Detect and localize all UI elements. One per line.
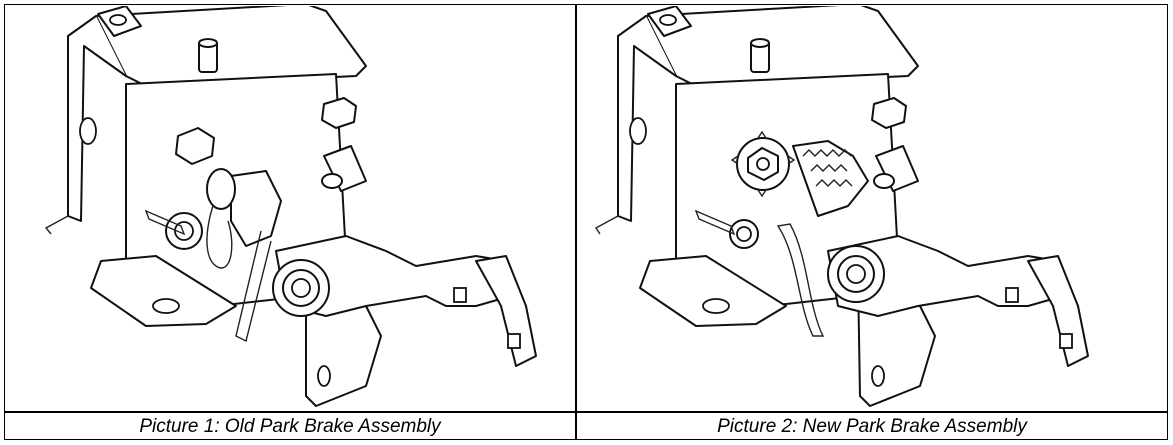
caption-old-assembly: Picture 1: Old Park Brake Assembly xyxy=(139,416,441,437)
caption-divider xyxy=(4,411,1168,413)
figure-table-border xyxy=(4,4,1168,440)
new-park-brake-drawing xyxy=(578,6,1166,410)
old-park-brake-drawing xyxy=(6,6,574,410)
caption-new-assembly: Picture 2: New Park Brake Assembly xyxy=(717,416,1027,437)
column-divider xyxy=(575,4,577,440)
